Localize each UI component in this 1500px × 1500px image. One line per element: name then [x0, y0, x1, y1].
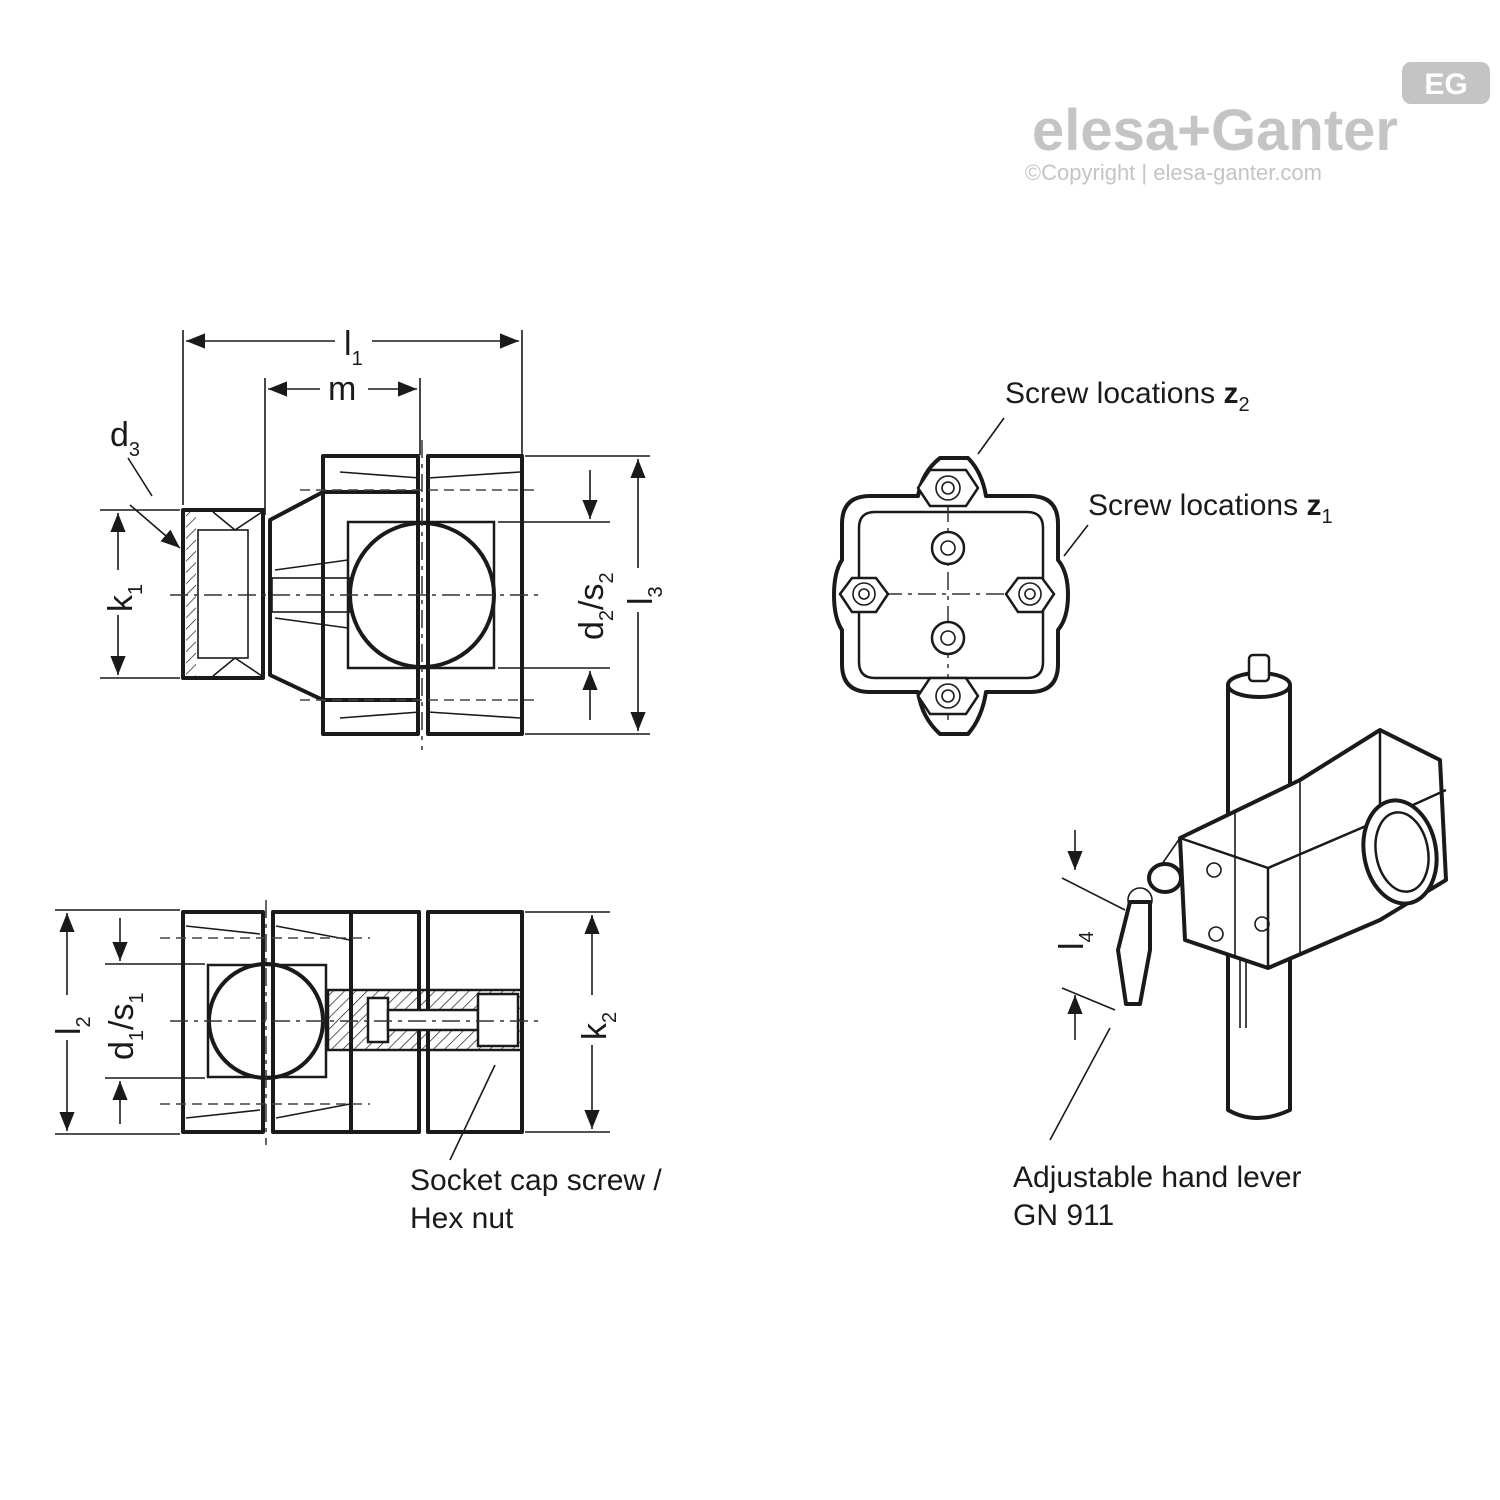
dim-d3: d3	[110, 416, 140, 461]
top-view: Screw locations z2 Screw locations z1	[832, 377, 1333, 736]
dim-m: m	[328, 370, 356, 408]
logo-copyright-text: ©Copyright | elesa-ganter.com	[1025, 160, 1322, 185]
callout-gn-911: GN 911	[1013, 1199, 1114, 1232]
dim-k1: k1	[102, 584, 147, 612]
side-view	[160, 900, 540, 1145]
hex-screw-top	[916, 468, 980, 508]
logo-badge-text: EG	[1424, 68, 1467, 101]
dim-l3: l3	[622, 586, 667, 605]
callout-screw-z1: Screw locations z1	[1088, 489, 1333, 528]
side-view-dimensions: l2 d1/s1 k2 Socket cap screw / Hex nut	[50, 909, 662, 1235]
round-screw-upper	[930, 530, 966, 566]
callout-socket-cap-screw: Socket cap screw /	[410, 1164, 662, 1197]
hex-screw-right	[1004, 576, 1056, 614]
dim-l4: l4	[1053, 931, 1098, 950]
brand-logo: EG elesa+Ganter ©Copyright | elesa-gante…	[1025, 62, 1490, 185]
front-view-dimensions: l1 m d3 k1 d2/s2 l3	[100, 325, 667, 735]
callout-hex-nut: Hex nut	[410, 1202, 514, 1235]
hand-lever-illustration	[1116, 862, 1183, 1006]
callout-screw-z2: Screw locations z2	[1005, 377, 1250, 416]
logo-brand-text: elesa+Ganter	[1032, 98, 1398, 163]
front-view	[170, 440, 540, 750]
logo-badge-box	[1402, 62, 1490, 104]
hex-screw-left	[838, 576, 890, 614]
dim-k2: k2	[576, 1012, 621, 1040]
isometric-view: l4 Adjustable hand lever GN 911	[1013, 653, 1448, 1232]
dim-d2-s2: d2/s2	[573, 572, 618, 640]
hex-screw-bottom	[916, 676, 980, 716]
dim-d1-s1: d1/s1	[103, 992, 148, 1060]
dim-l1: l1	[344, 325, 363, 370]
dim-l2: l2	[50, 1016, 95, 1035]
round-screw-lower	[930, 620, 966, 656]
callout-adjustable-hand-lever: Adjustable hand lever	[1013, 1161, 1302, 1194]
